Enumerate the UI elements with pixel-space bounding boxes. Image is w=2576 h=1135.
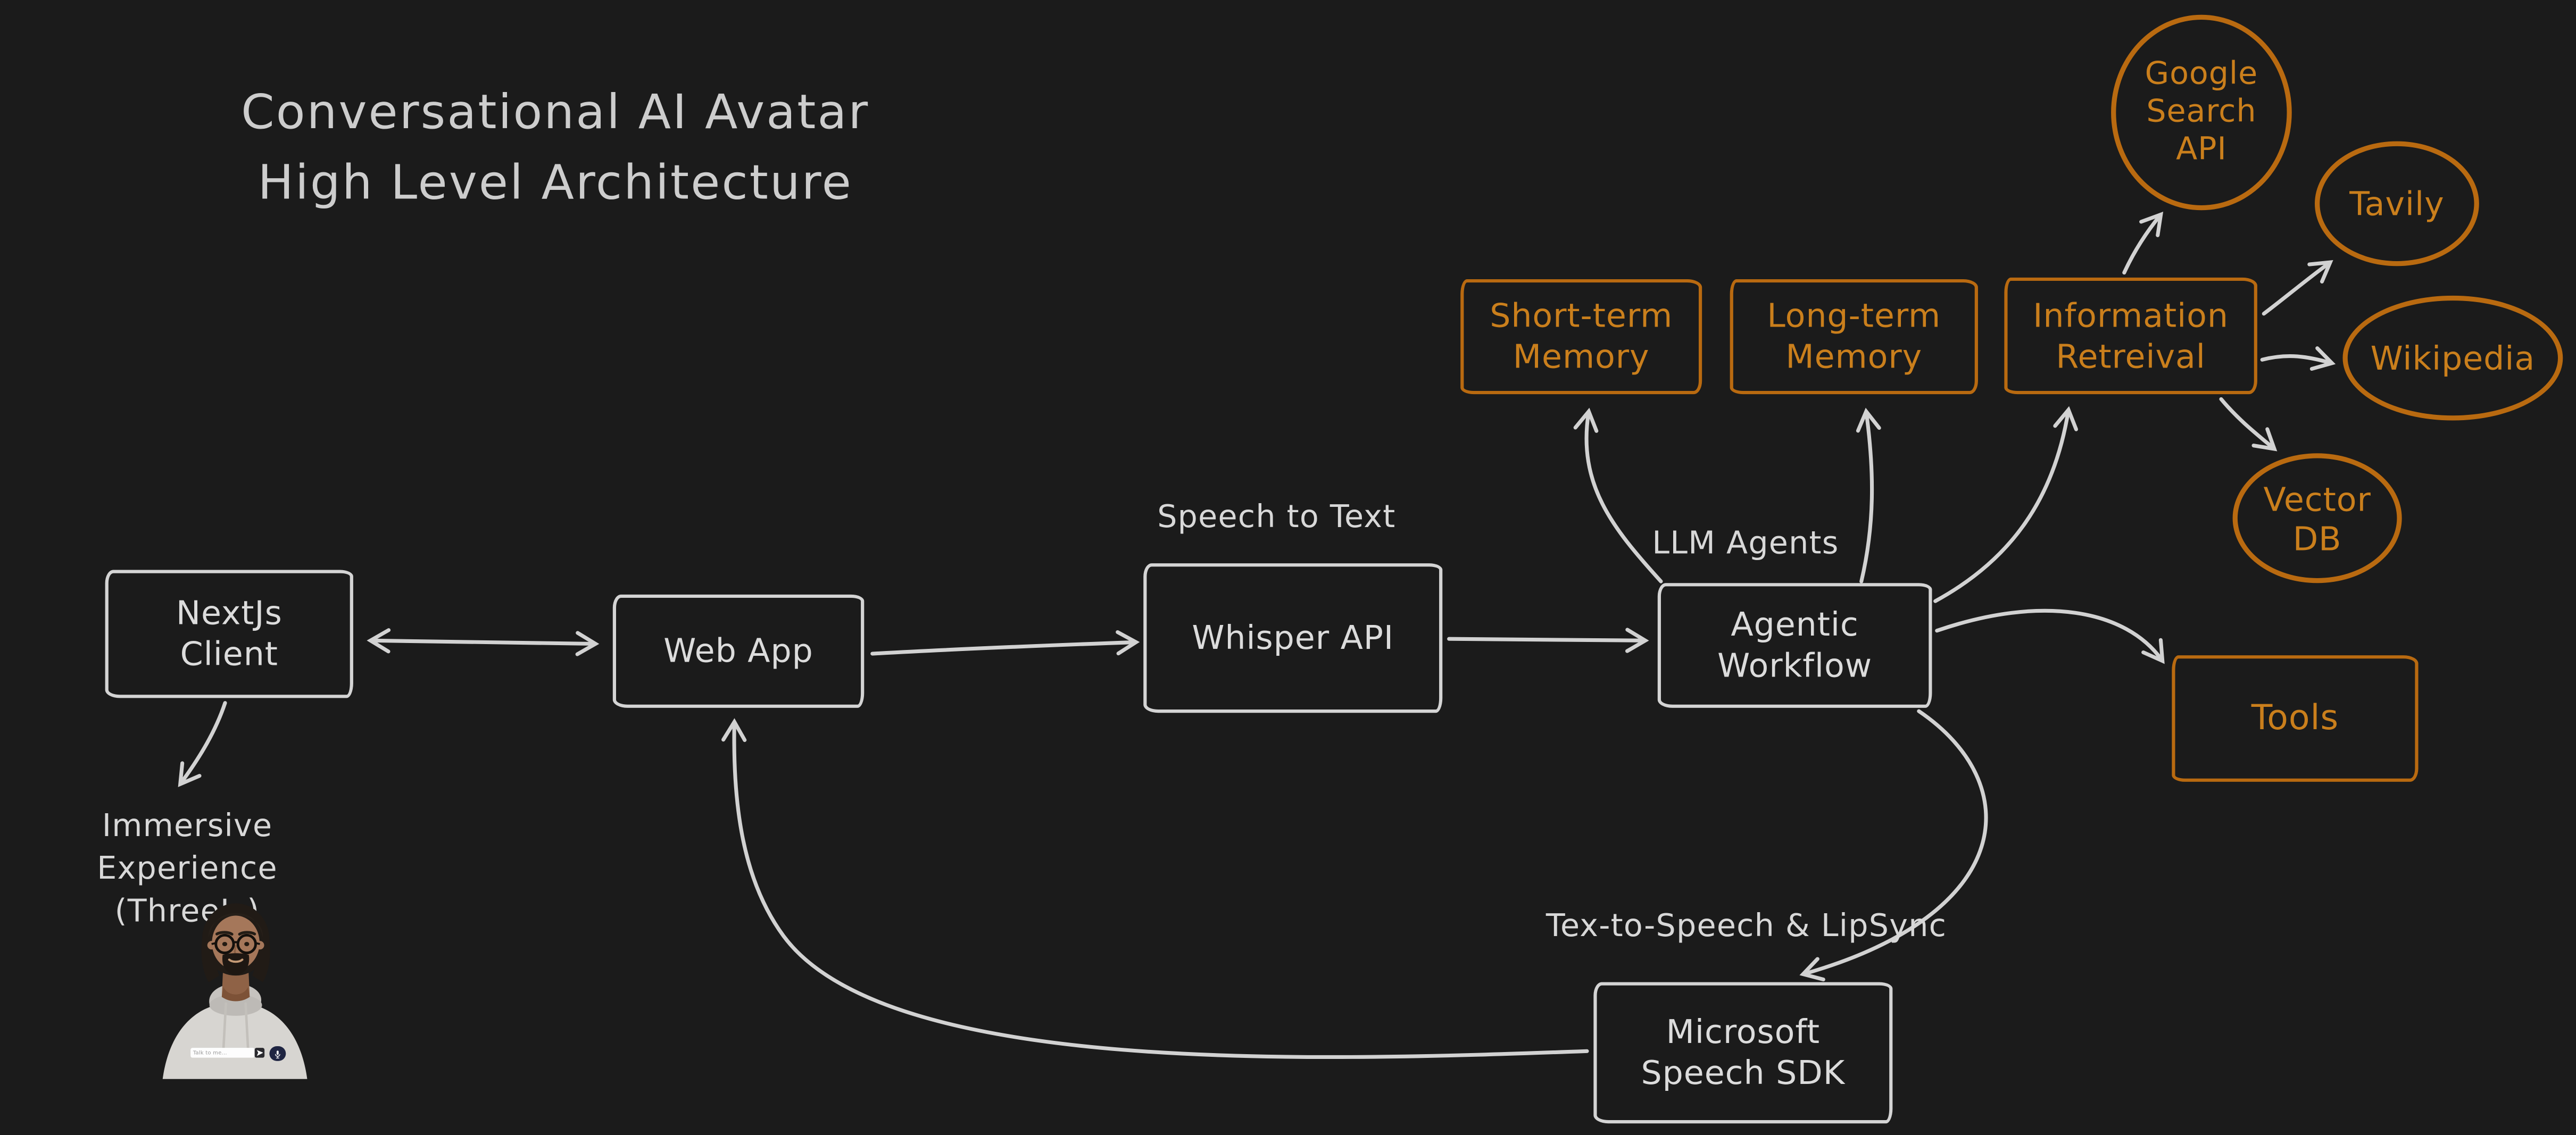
node-tavily[interactable]: Tavily: [2314, 141, 2479, 266]
node-wikipedia-label: Wikipedia: [2370, 338, 2536, 378]
node-long-term-memory[interactable]: Long-term Memory: [1730, 279, 1978, 395]
paper-plane-icon: [254, 1048, 265, 1058]
node-vector-db-label: Vector DB: [2263, 479, 2371, 558]
node-vector-db[interactable]: Vector DB: [2232, 453, 2402, 583]
arrow-information-retreival-to-wikipedia[interactable]: [2260, 346, 2336, 371]
arrow-information-retreival-to-vector-db[interactable]: [2219, 397, 2278, 452]
microphone-icon: [270, 1046, 286, 1062]
node-whisper-api-label: Whisper API: [1192, 617, 1394, 657]
avatar-chatbar: Talk to me...: [156, 902, 313, 1079]
arrow-agentic-workflow-to-microsoft-speech-sdk[interactable]: [1799, 709, 1988, 982]
node-nextjs-client-label: NextJs Client: [176, 592, 282, 674]
arrow-whisper-api-to-agentic-workflow[interactable]: [1447, 628, 1649, 653]
node-information-retreival-label: Information Retreival: [2033, 295, 2229, 375]
arrow-information-retreival-to-google-search-api[interactable]: [2122, 211, 2164, 275]
diagram-title: Conversational AI Avatar High Level Arch…: [241, 84, 870, 211]
node-microsoft-speech-sdk-label: Microsoft Speech SDK: [1641, 1012, 1846, 1092]
node-google-search-api[interactable]: Google Search API: [2111, 14, 2292, 211]
node-microsoft-speech-sdk[interactable]: Microsoft Speech SDK: [1593, 982, 1893, 1124]
talk-to-me-input: Talk to me...: [189, 1048, 254, 1057]
node-google-search-api-label: Google Search API: [2145, 55, 2258, 168]
node-agentic-workflow-label: Agentic Workflow: [1717, 604, 1873, 685]
annotation-speech-to-text: Speech to Text: [1157, 499, 1396, 536]
node-web-app[interactable]: Web App: [612, 594, 865, 708]
node-tavily-label: Tavily: [2349, 183, 2445, 223]
node-tools-label: Tools: [2251, 698, 2339, 738]
arrow-agentic-workflow-to-short-term-memory[interactable]: [1573, 407, 1663, 583]
node-short-term-memory-label: Short-term Memory: [1490, 295, 1673, 377]
avatar-illustration: [162, 903, 308, 1079]
avatar-image: Talk to me...: [156, 902, 313, 1079]
node-information-retreival[interactable]: Information Retreival: [2004, 277, 2257, 395]
arrow-agentic-workflow-to-tools[interactable]: [1935, 608, 2165, 664]
arrow-nextjs-client-webapp-bidirectional[interactable]: [367, 628, 600, 656]
node-long-term-memory-label: Long-term Memory: [1767, 295, 1941, 377]
annotation-llm-agents: LLM Agents: [1652, 525, 1839, 562]
arrow-nextjs-client-to-immersive-experience[interactable]: [178, 701, 227, 787]
arrow-agentic-workflow-to-information-retreival[interactable]: [1933, 406, 2079, 603]
node-agentic-workflow[interactable]: Agentic Workflow: [1657, 583, 1932, 708]
node-wikipedia[interactable]: Wikipedia: [2342, 295, 2563, 421]
node-tools[interactable]: Tools: [2172, 655, 2419, 782]
arrow-web-app-to-whisper-api[interactable]: [870, 630, 1140, 656]
node-short-term-memory[interactable]: Short-term Memory: [1460, 279, 1702, 395]
arrow-agentic-workflow-to-long-term-memory[interactable]: [1856, 407, 1881, 583]
arrow-information-retreival-to-tavily[interactable]: [2262, 260, 2333, 316]
node-nextjs-client[interactable]: NextJs Client: [105, 570, 353, 698]
node-whisper-api[interactable]: Whisper API: [1143, 563, 1443, 713]
annotation-tts-lipsync: Tex-to-Speech & LipSync: [1545, 908, 1947, 945]
node-web-app-label: Web App: [663, 630, 813, 670]
arrow-microsoft-speech-sdk-to-web-app[interactable]: [721, 718, 1589, 1059]
talk-to-me-placeholder: Talk to me...: [193, 1049, 227, 1056]
